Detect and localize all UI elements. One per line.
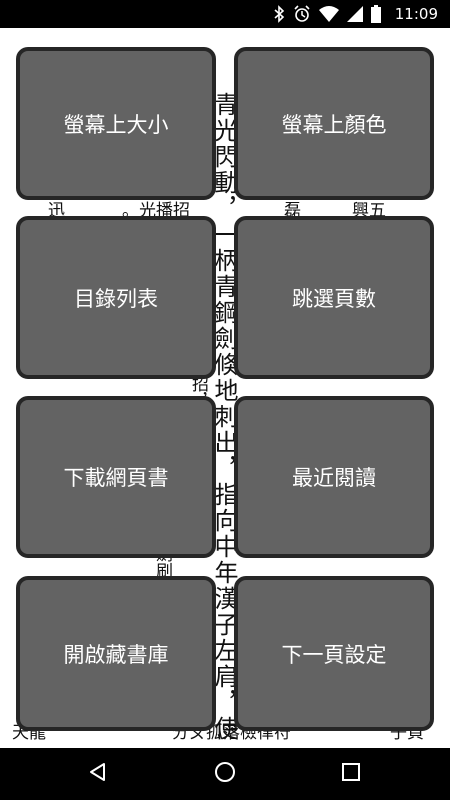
- alarm-icon: [293, 5, 311, 23]
- jump-to-page-button[interactable]: 跳選頁數: [234, 216, 434, 379]
- recents-button[interactable]: [321, 748, 381, 800]
- open-library-button[interactable]: 開啟藏書庫: [16, 576, 216, 731]
- download-webbook-button[interactable]: 下載網頁書: [16, 396, 216, 558]
- bluetooth-icon: [273, 5, 285, 23]
- status-icons: 11:09: [273, 0, 438, 28]
- home-icon: [214, 761, 236, 787]
- home-button[interactable]: [195, 748, 255, 800]
- status-bar: 11:09: [0, 0, 450, 28]
- table-of-contents-button[interactable]: 目錄列表: [16, 216, 216, 379]
- screen-color-button[interactable]: 螢幕上顏色: [234, 47, 434, 200]
- wifi-icon: [318, 6, 339, 22]
- next-page-settings-button[interactable]: 下一頁設定: [234, 576, 434, 731]
- back-icon: [87, 761, 109, 787]
- recent-reading-button[interactable]: 最近閱讀: [234, 396, 434, 558]
- navigation-bar: [0, 748, 450, 800]
- recents-icon: [341, 762, 361, 786]
- clock: 11:09: [394, 5, 438, 23]
- signal-icon: [346, 6, 363, 22]
- screen-size-button[interactable]: 螢幕上大小: [16, 47, 216, 200]
- battery-icon: [370, 5, 381, 23]
- back-button[interactable]: [68, 748, 128, 800]
